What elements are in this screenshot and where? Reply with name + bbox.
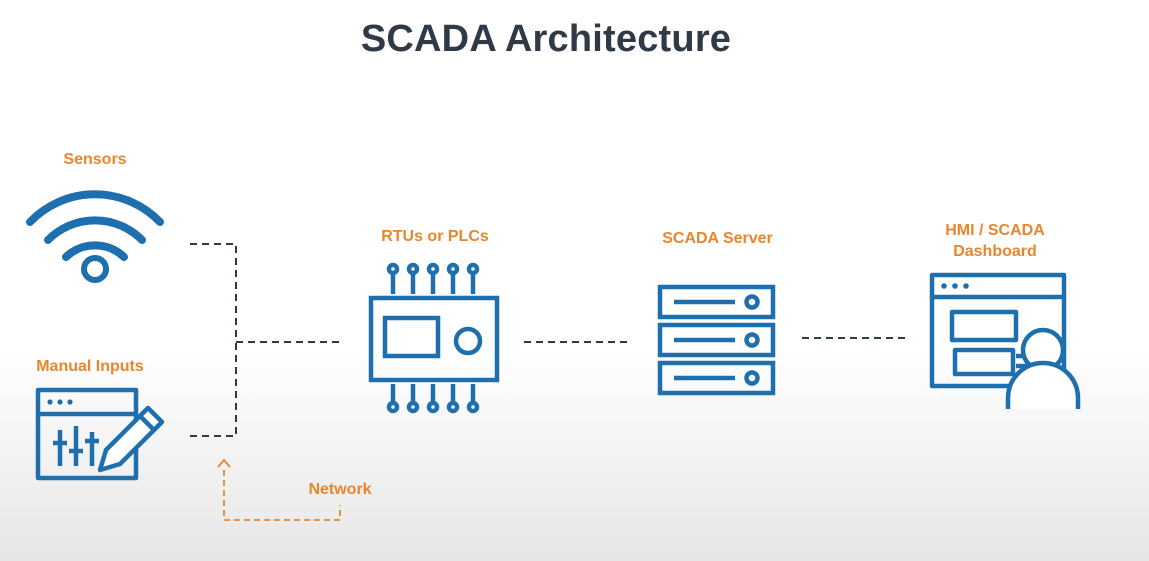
control-panel-pencil-icon [35, 387, 165, 481]
chip-top-pins [386, 262, 480, 294]
connectors [190, 243, 906, 437]
hmi-label: HMI / SCADA Dashboard [920, 220, 1070, 262]
chip-bottom-pins [386, 384, 480, 414]
manual-inputs-connector [190, 342, 237, 437]
scada-server-label: SCADA Server [662, 230, 773, 247]
network-label: Network [308, 481, 372, 498]
hmi-label-line1: HMI / SCADA [945, 222, 1045, 239]
rtus-label: RTUs or PLCs [381, 228, 489, 245]
network-indicator [217, 458, 341, 521]
manual-inputs-label: Manual Inputs [36, 358, 144, 375]
network-arrow-icon [217, 458, 231, 468]
circuit-chip-icon [368, 262, 500, 414]
sensors-label: Sensors [63, 151, 127, 168]
server-rack-icon [657, 284, 776, 396]
wifi-signal-icon [26, 190, 164, 283]
dashboard-user-icon [929, 272, 1081, 409]
sensors-connector [190, 243, 237, 342]
network-loop-line [223, 470, 341, 521]
diagram-title: SCADA Architecture [360, 18, 732, 60]
hmi-label-line2: Dashboard [953, 243, 1037, 260]
